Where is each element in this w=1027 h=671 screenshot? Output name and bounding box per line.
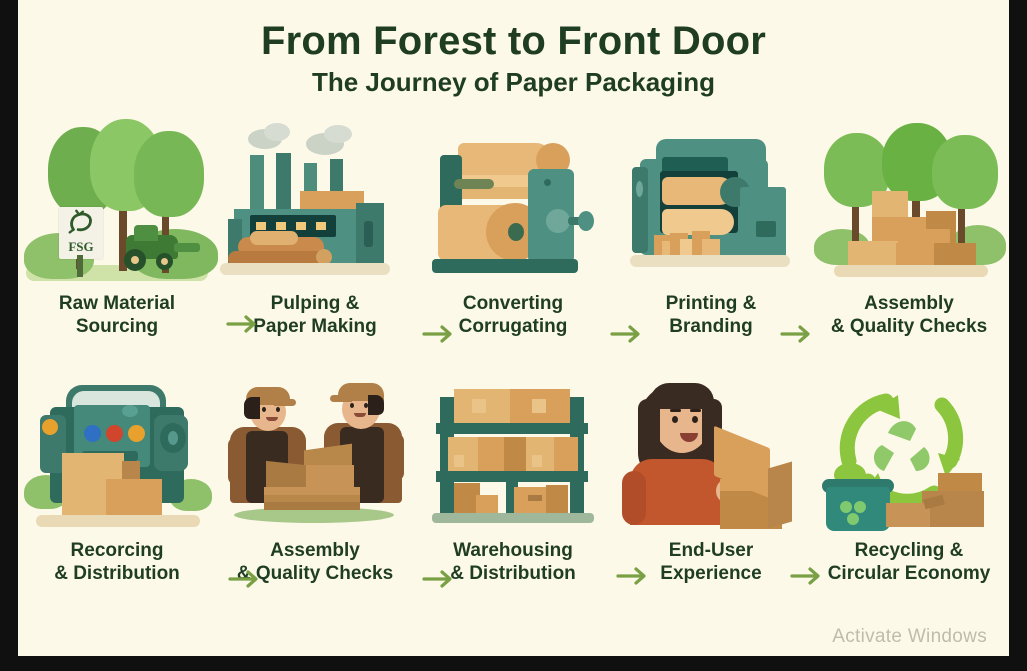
- arrow-row2-2: [422, 568, 456, 590]
- step-label-warehousing-distribution: Warehousing & Distribution: [450, 540, 576, 585]
- step-converting-corrugating: Converting Corrugating: [414, 125, 612, 338]
- fsc-sign-text: FSG: [68, 239, 94, 254]
- step-label-recorcing-distribution: Recorcing & Distribution: [54, 540, 180, 585]
- arrow-row1-1: [226, 313, 260, 335]
- corrugating-machine-illustration: [418, 125, 608, 290]
- process-row-1: FSG Raw Material Sourcing: [18, 119, 1009, 338]
- step-printing-branding: Printing & Branding: [612, 125, 810, 338]
- step-label-converting-corrugating: Converting Corrugating: [458, 293, 568, 338]
- workers-assembling-illustration: [220, 375, 410, 535]
- printing-press-illustration: [616, 125, 806, 290]
- pulp-factory-illustration: [220, 123, 410, 290]
- arrow-row2-4: [790, 565, 824, 587]
- step-pulping-paper-making: Pulping & Paper Making: [216, 123, 414, 338]
- arrow-row1-2: [422, 323, 456, 345]
- control-button-yellow: [128, 425, 145, 442]
- step-recycling-circular-economy: Recycling & Circular Economy: [810, 375, 1008, 585]
- header: From Forest to Front Door The Journey of…: [18, 0, 1009, 97]
- control-button-blue: [84, 425, 101, 442]
- arrow-row1-4: [780, 323, 814, 345]
- arrow-row1-3: [610, 323, 644, 345]
- arrow-row2-1: [228, 568, 262, 590]
- forest-sourcing-illustration: FSG: [22, 119, 218, 290]
- control-button-red: [106, 425, 123, 442]
- step-label-assembly-quality-checks-row2: Assembly & Quality Checks: [236, 540, 394, 585]
- arrow-row2-3: [616, 565, 650, 587]
- customer-unboxing-illustration: [616, 375, 806, 535]
- recycling-loop-illustration: [814, 375, 1004, 535]
- step-end-user-experience: End-User Experience: [612, 375, 810, 585]
- step-raw-material-sourcing: FSG Raw Material Sourcing: [18, 119, 218, 338]
- infographic-canvas: From Forest to Front Door The Journey of…: [18, 0, 1009, 656]
- fsc-certification-sign: FSG: [59, 207, 103, 259]
- boxes-in-forest-illustration: [814, 123, 1006, 290]
- step-warehousing-distribution: Warehousing & Distribution: [414, 375, 612, 585]
- step-label-assembly-quality-checks-row1: Assembly & Quality Checks: [830, 293, 988, 338]
- step-label-raw-material-sourcing: Raw Material Sourcing: [58, 293, 176, 338]
- step-label-printing-branding: Printing & Branding: [665, 293, 757, 338]
- warehouse-rack-illustration: [418, 375, 608, 535]
- step-label-pulping-paper-making: Pulping & Paper Making: [253, 293, 377, 338]
- process-row-2: Recorcing & Distribution: [18, 375, 1009, 585]
- windows-activation-watermark: Activate Windows: [832, 626, 987, 647]
- step-label-end-user-experience: End-User Experience: [660, 540, 762, 585]
- page-title: From Forest to Front Door: [261, 19, 766, 63]
- page-subtitle: The Journey of Paper Packaging: [311, 67, 716, 97]
- step-label-recycling-circular-economy: Recycling & Circular Economy: [827, 540, 991, 585]
- delivery-machine-illustration: [22, 375, 212, 535]
- step-assembly-quality-checks-row2: Assembly & Quality Checks: [216, 375, 414, 585]
- step-recorcing-distribution: Recorcing & Distribution: [18, 375, 216, 585]
- step-assembly-quality-checks-row1: Assembly & Quality Checks: [810, 123, 1008, 338]
